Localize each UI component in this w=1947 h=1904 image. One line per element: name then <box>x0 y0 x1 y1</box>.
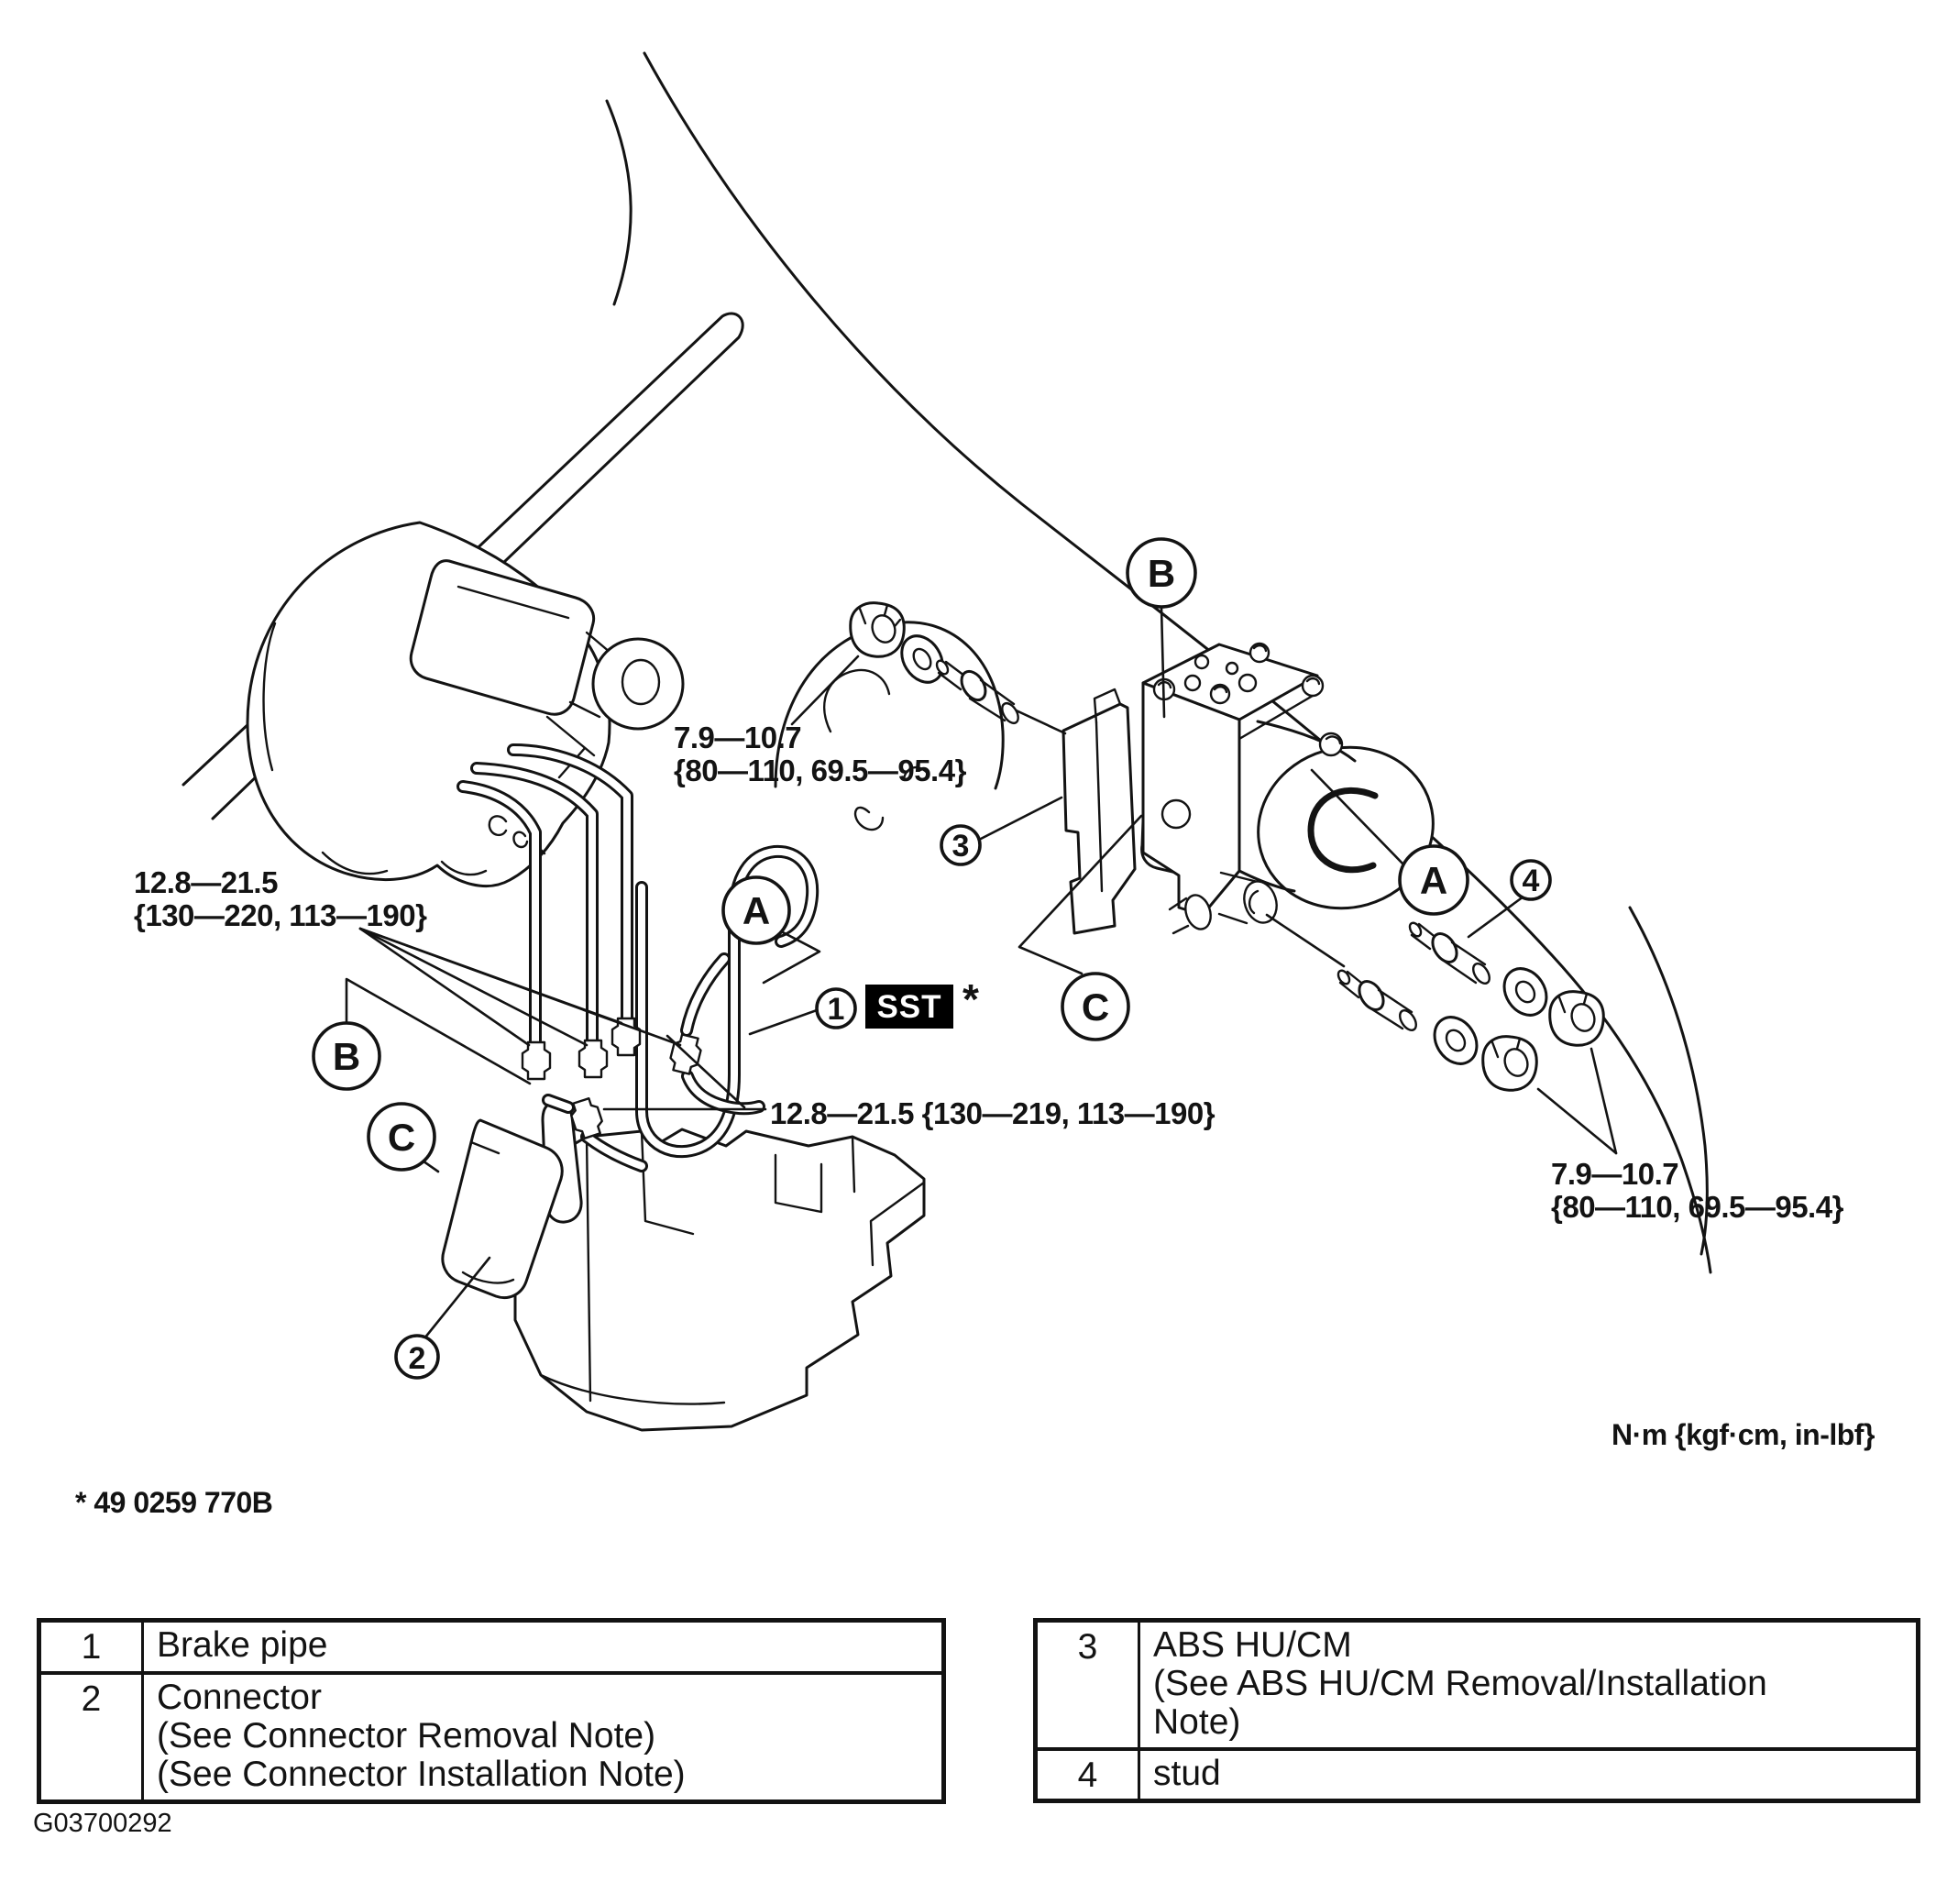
svg-text:B: B <box>333 1035 360 1078</box>
connector <box>441 1101 583 1300</box>
abs-hucm-block <box>1141 642 1325 917</box>
figure-id: G03700292 <box>33 1809 172 1838</box>
part-number: 3 <box>1038 1623 1140 1747</box>
stud-top <box>935 659 1019 725</box>
leader-callout-a-right <box>1310 768 1406 867</box>
callout-c-left: C <box>367 1102 436 1172</box>
leader-torque-right <box>1590 1047 1618 1155</box>
leader-torque-top <box>790 655 860 726</box>
part-description-line: (See Connector Installation Note) <box>157 1755 686 1794</box>
leader-torque-left <box>358 927 682 1047</box>
sst-footnote: * 49 0259 770B <box>75 1486 272 1519</box>
mounting-bracket <box>513 1128 926 1432</box>
callout-b-right: B <box>1126 537 1197 609</box>
motor-highlight <box>1307 787 1379 874</box>
part-description: stud <box>1140 1751 1916 1799</box>
torque-right-line1: 7.9—10.7 <box>1551 1157 1678 1191</box>
part-number: 4 <box>1038 1751 1140 1799</box>
svg-text:2: 2 <box>409 1341 426 1376</box>
torque-left-line2: {130—220, 113—190} <box>134 898 427 932</box>
table-row: 4 stud <box>1038 1747 1916 1799</box>
svg-text:A: A <box>1420 859 1447 902</box>
torque-top-line2: {80—110, 69.5—95.4} <box>674 754 967 787</box>
leader-callout-c-right <box>1018 814 1143 975</box>
torque-left-line1: 12.8—21.5 <box>134 865 278 899</box>
part-description-line: Connector <box>157 1678 322 1717</box>
svg-text:A: A <box>742 889 770 932</box>
fluid-reservoir <box>409 559 685 731</box>
callout-2: 2 <box>394 1334 440 1380</box>
pump-motor <box>1238 720 1435 910</box>
svg-text:C: C <box>388 1116 415 1159</box>
flare-nut <box>570 1096 603 1140</box>
leader-callout-b-left <box>345 977 532 1085</box>
svg-text:3: 3 <box>952 829 970 864</box>
strut-tower <box>774 621 1005 831</box>
part-description-line: (See Connector Removal Note) <box>157 1716 656 1755</box>
leader-callout-4 <box>1467 895 1525 939</box>
stud-b <box>1336 969 1417 1031</box>
stud-alignment-line <box>1008 706 1067 735</box>
svg-text:B: B <box>1148 552 1175 595</box>
brake-pipes <box>456 743 820 1172</box>
abs-bracket <box>1062 688 1137 935</box>
svg-text:SST: SST <box>876 989 941 1025</box>
flare-nut <box>521 1040 552 1081</box>
svg-text:1: 1 <box>828 992 845 1027</box>
units-note: N·m {kgf·cm, in-lbf} <box>1612 1418 1875 1451</box>
torque-right-line2: {80—110, 69.5—95.4} <box>1551 1190 1844 1224</box>
parts-table-left: 1 Brake pipe 2 Connector (See Connector … <box>37 1618 946 1804</box>
mount-bushings <box>1168 871 1278 935</box>
torque-mid-line1: 12.8—21.5 {130—219, 113—190} <box>770 1096 1216 1130</box>
reservoir-cap <box>591 637 685 731</box>
stud-alignment-line <box>1265 913 1346 968</box>
leader-callout-a-left <box>762 930 821 985</box>
leader-callout-b-right <box>1160 605 1166 719</box>
washer-a <box>1502 967 1548 1017</box>
washer-top <box>900 634 944 684</box>
nut-a <box>1548 990 1605 1047</box>
table-row: 3 ABS HU/CM (See ABS HU/CM Removal/Insta… <box>1038 1623 1916 1747</box>
svg-text:4: 4 <box>1523 864 1540 898</box>
leader-torque-mid <box>666 1034 746 1109</box>
nut-b <box>1481 1035 1538 1092</box>
leader-callout-3 <box>977 796 1063 842</box>
sst-asterisk: * <box>962 975 979 1023</box>
leader-torque-left <box>358 927 588 1047</box>
parts-table-right: 3 ABS HU/CM (See ABS HU/CM Removal/Insta… <box>1033 1618 1920 1803</box>
stud-a <box>1408 921 1490 985</box>
flare-nut <box>578 1039 609 1079</box>
part-description-line: Note) <box>1153 1702 1241 1742</box>
part-description: Connector (See Connector Removal Note) (… <box>144 1675 941 1799</box>
part-number: 2 <box>41 1675 144 1799</box>
washer-b <box>1433 1016 1479 1065</box>
nut-top <box>849 601 906 658</box>
table-row: 2 Connector (See Connector Removal Note)… <box>41 1671 941 1799</box>
part-description: ABS HU/CM (See ABS HU/CM Removal/Install… <box>1140 1623 1916 1747</box>
callout-c-right: C <box>1061 972 1130 1041</box>
callout-a-right: A <box>1398 844 1469 916</box>
leader-torque-right <box>1536 1087 1618 1155</box>
sst-badge: SST * <box>865 975 979 1029</box>
callout-a-left: A <box>721 875 791 945</box>
callout-4: 4 <box>1510 859 1552 901</box>
leader-torque-left <box>358 927 531 1047</box>
callout-1: 1 <box>815 987 857 1029</box>
table-row: 1 Brake pipe <box>41 1623 941 1671</box>
svg-text:C: C <box>1082 985 1109 1029</box>
part-description-line: (See ABS HU/CM Removal/Installation <box>1153 1664 1767 1703</box>
callout-b-left: B <box>312 1021 381 1091</box>
part-number: 1 <box>41 1623 144 1671</box>
part-description-line: Brake pipe <box>157 1625 328 1665</box>
part-description-line: ABS HU/CM <box>1153 1625 1352 1665</box>
callout-3: 3 <box>940 824 982 866</box>
leader-callout-2 <box>423 1256 491 1340</box>
torque-top-line1: 7.9—10.7 <box>674 721 801 754</box>
part-description: Brake pipe <box>144 1623 941 1671</box>
part-description-line: stud <box>1153 1754 1221 1793</box>
leader-callout-1 <box>748 1008 819 1036</box>
